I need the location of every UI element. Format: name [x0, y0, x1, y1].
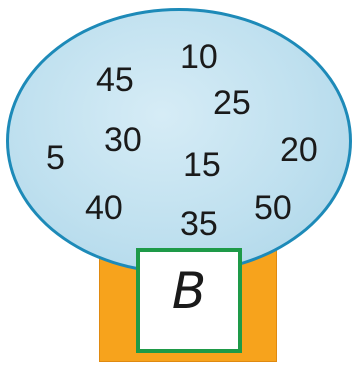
number-label: 45: [96, 61, 134, 99]
number-label: 5: [46, 139, 65, 177]
number-label: 10: [180, 38, 218, 76]
number-bubble: [6, 8, 352, 274]
box-label: B: [171, 262, 207, 320]
number-label: 40: [85, 189, 123, 227]
number-label: 15: [183, 146, 221, 184]
label-box: B: [136, 248, 242, 353]
number-label: 35: [180, 205, 218, 243]
number-label: 30: [104, 121, 142, 159]
number-label: 50: [254, 189, 292, 227]
number-label: 25: [213, 84, 251, 122]
number-label: 20: [280, 131, 318, 169]
